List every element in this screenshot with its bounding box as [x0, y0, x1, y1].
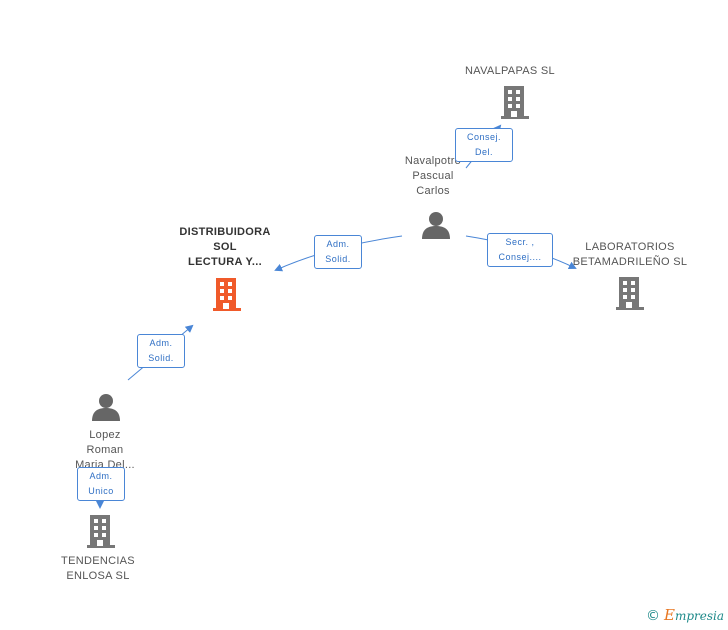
building-icon[interactable]: [87, 515, 115, 548]
edge-role-adm-solid-top[interactable]: Adm. Solid.: [314, 235, 362, 269]
node-label-line: LECTURA Y...: [188, 256, 262, 268]
edge-role-line: Solid.: [148, 353, 174, 363]
node-label-laboratorios[interactable]: LABORATORIOS BETAMADRILEÑO SL: [568, 240, 692, 270]
building-icon[interactable]: [213, 278, 241, 311]
brand-logo: ©Empresia: [646, 606, 724, 624]
node-label-line: SOL: [213, 241, 237, 253]
node-label-line: Navalpotro: [404, 155, 462, 167]
edge-role-line: Adm.: [149, 338, 173, 348]
edge-role-line: Secr. ,: [505, 237, 535, 247]
edge-role-line: Solid.: [325, 254, 351, 264]
brand-e: E: [663, 606, 675, 624]
node-label-line: Carlos: [416, 185, 450, 197]
building-icon[interactable]: [501, 86, 529, 119]
edge-role-line: Adm.: [326, 239, 350, 249]
node-label-navalpapas[interactable]: NAVALPAPAS SL: [455, 64, 565, 79]
edge-role-line: Consej.: [466, 132, 501, 142]
edge-role-adm-unico[interactable]: Adm. Unico: [77, 467, 125, 501]
node-label-line: Lopez: [89, 429, 121, 441]
node-label-line: DISTRIBUIDORA: [179, 226, 271, 238]
node-label-line: Roman: [86, 444, 124, 456]
node-label-line: Pascual: [412, 170, 454, 182]
edge-role-secr-consej[interactable]: Secr. , Consej....: [487, 233, 553, 267]
person-icon[interactable]: [422, 212, 450, 239]
node-label-line: ENLOSA SL: [66, 570, 130, 582]
node-label-distribuidora[interactable]: DISTRIBUIDORA SOL LECTURA Y...: [165, 225, 285, 270]
node-label-line: NAVALPAPAS SL: [465, 65, 555, 77]
edge-role-line: Del.: [474, 147, 493, 157]
copyright-icon: ©: [645, 608, 660, 624]
edge-role-consej-del[interactable]: Consej. Del.: [455, 128, 513, 162]
node-label-line: LABORATORIOS: [585, 241, 675, 253]
edge-role-line: Unico: [88, 486, 114, 496]
brand-name: mpresia: [674, 609, 724, 623]
node-label-line: TENDENCIAS: [61, 555, 135, 567]
edge-role-line: Consej....: [498, 252, 542, 262]
person-icon[interactable]: [92, 394, 120, 421]
edge-role-adm-solid-left[interactable]: Adm. Solid.: [137, 334, 185, 368]
edge-role-line: Adm.: [89, 471, 113, 481]
node-label-tendencias[interactable]: TENDENCIAS ENLOSA SL: [50, 554, 146, 584]
node-label-navalpotro[interactable]: Navalpotro Pascual Carlos: [385, 154, 481, 199]
node-label-line: BETAMADRILEÑO SL: [572, 256, 688, 268]
building-icon[interactable]: [616, 277, 644, 310]
